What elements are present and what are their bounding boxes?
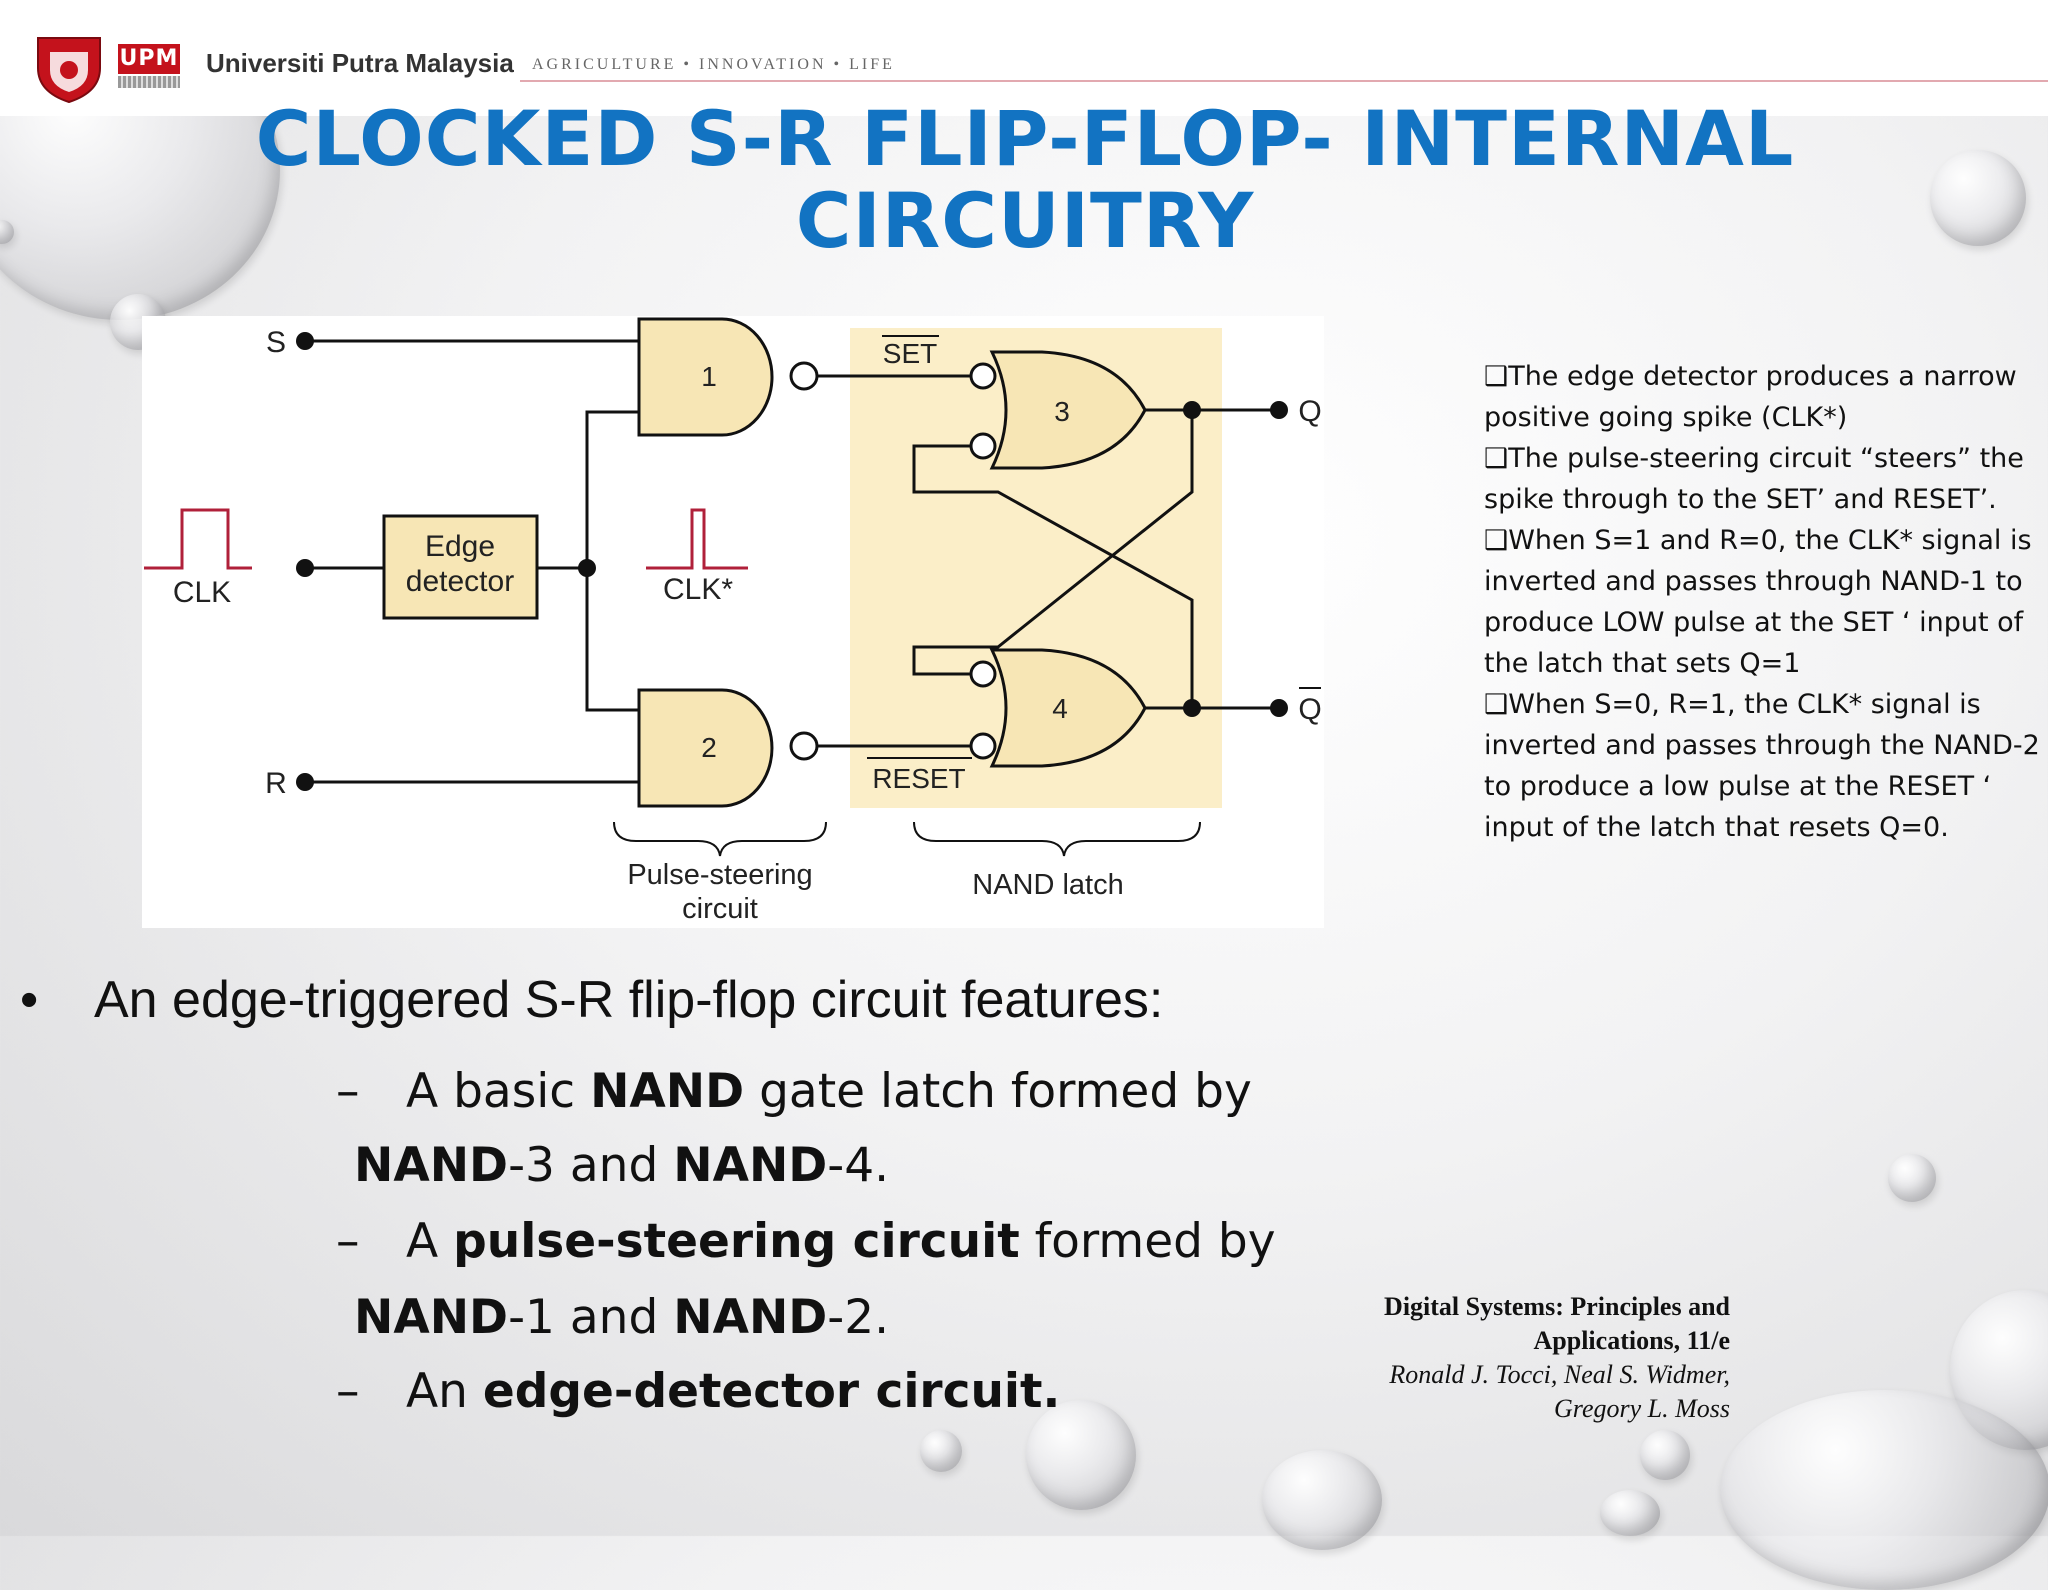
- nand-gate-4-bubble-top: [969, 660, 997, 688]
- nand-gate-2-label: 2: [701, 732, 717, 763]
- university-tagline: AGRICULTURE • INNOVATION • LIFE: [532, 56, 895, 73]
- clk-star-label: CLK*: [663, 573, 733, 606]
- dash-marker: –: [336, 1364, 360, 1419]
- slide-title-line2: CIRCUITRY: [795, 176, 1255, 265]
- edge-detector-label-line2: detector: [406, 565, 514, 598]
- sub-bullet-2: –A pulse-steering circuit formed by: [336, 1214, 1276, 1269]
- pulse-steering-brace: [613, 821, 827, 857]
- r-terminal: [296, 773, 314, 791]
- book-title-line1: Digital Systems: Principles and: [1384, 1292, 1730, 1321]
- header-bar: [0, 0, 2048, 116]
- pulse-steering-label-line2: circuit: [682, 893, 758, 925]
- main-bullet: • An edge-triggered S-R flip-flop circuit…: [20, 970, 1163, 1030]
- nand-latch-label: NAND latch: [972, 869, 1124, 901]
- clk-waveform: [144, 508, 252, 570]
- bullet-marker: •: [20, 971, 39, 1029]
- q-terminal: [1270, 401, 1288, 419]
- book-authors-line1: Ronald J. Tocci, Neal S. Widmer,: [1389, 1360, 1730, 1389]
- water-drop-decoration: [920, 1430, 962, 1472]
- nand-gate-1: [637, 317, 774, 437]
- clk-label: CLK: [173, 576, 231, 609]
- water-drop-decoration: [1262, 1450, 1382, 1550]
- nand-gate-4: [989, 648, 1147, 768]
- sub-bullet-1: –A basic NAND gate latch formed by: [336, 1064, 1252, 1119]
- s-terminal: [296, 332, 314, 350]
- note-item: ❑The edge detector produces a narrow pos…: [1484, 361, 2017, 433]
- header-divider: [520, 80, 2048, 82]
- upm-logo-subtext: [118, 76, 180, 88]
- nand-gate-2: [637, 688, 774, 808]
- circuit-diagram: Edge detector 1 2 3 4 CLK CLK* S R SET: [142, 316, 1324, 928]
- reset-bar-label: RESET: [872, 763, 965, 794]
- slide-title-line1: CLOCKED S-R FLIP-FLOP- INTERNAL: [255, 94, 1795, 183]
- qbar-terminal: [1270, 699, 1288, 717]
- dash-marker: –: [336, 1214, 360, 1269]
- edge-detector-box: [382, 514, 539, 620]
- book-credit: Digital Systems: Principles and Applicat…: [1250, 1290, 1730, 1426]
- clk-star-waveform: [646, 508, 748, 570]
- edge-detector-label-line1: Edge: [425, 530, 495, 563]
- note-item: ❑When S=0, R=1, the CLK* signal is inver…: [1484, 689, 2040, 843]
- main-bullet-text: An edge-triggered S-R flip-flop circuit …: [94, 971, 1164, 1029]
- upm-logo: UPM: [118, 44, 180, 74]
- nand-latch-brace: [913, 821, 1201, 857]
- r-label: R: [265, 767, 287, 800]
- nand-gate-3-label: 3: [1054, 396, 1070, 427]
- qbar-label: Q: [1298, 693, 1321, 726]
- nand-gate-3: [989, 350, 1147, 470]
- water-drop-decoration: [1888, 1154, 1936, 1202]
- s-label: S: [266, 326, 286, 359]
- side-notes: ❑The edge detector produces a narrow pos…: [1484, 356, 2044, 848]
- slide-title: CLOCKED S-R FLIP-FLOP- INTERNAL CIRCUITR…: [200, 98, 1850, 262]
- water-drop-decoration: [1026, 1400, 1136, 1510]
- note-item: ❑The pulse-steering circuit “steers” the…: [1484, 443, 2024, 515]
- nand-gate-4-label: 4: [1052, 693, 1068, 724]
- nand-gate-3-bubble-top: [969, 362, 997, 390]
- water-drop-decoration: [1600, 1490, 1660, 1536]
- set-bar-label: SET: [883, 338, 937, 369]
- water-drop-decoration: [1640, 1430, 1690, 1480]
- water-drop-decoration: [1720, 1390, 2048, 1590]
- sub-bullet-3: –An edge-detector circuit.: [336, 1364, 1061, 1419]
- nand-gate-4-bubble-bottom: [969, 732, 997, 760]
- nand-gate-2-bubble: [789, 731, 819, 761]
- book-title-line2: Applications, 11/e: [1533, 1326, 1730, 1355]
- nand-gate-3-bubble-bottom: [969, 432, 997, 460]
- university-name: Universiti Putra Malaysia: [206, 48, 514, 78]
- sub-bullet-1-continuation: NAND-3 and NAND-4.: [354, 1138, 890, 1193]
- sub-bullet-2-continuation: NAND-1 and NAND-2.: [354, 1290, 890, 1345]
- clk-terminal: [296, 559, 314, 577]
- water-drop-decoration: [1930, 150, 2026, 246]
- pulse-steering-label-line1: Pulse-steering: [627, 859, 812, 891]
- book-authors-line2: Gregory L. Moss: [1554, 1394, 1730, 1423]
- dash-marker: –: [336, 1064, 360, 1119]
- water-drop-decoration: [0, 220, 14, 244]
- nand-gate-1-bubble: [789, 361, 819, 391]
- nand-gate-1-label: 1: [701, 361, 717, 392]
- note-item: ❑When S=1 and R=0, the CLK* signal is in…: [1484, 525, 2032, 679]
- q-label: Q: [1298, 395, 1321, 428]
- upm-crest-icon: [30, 34, 108, 104]
